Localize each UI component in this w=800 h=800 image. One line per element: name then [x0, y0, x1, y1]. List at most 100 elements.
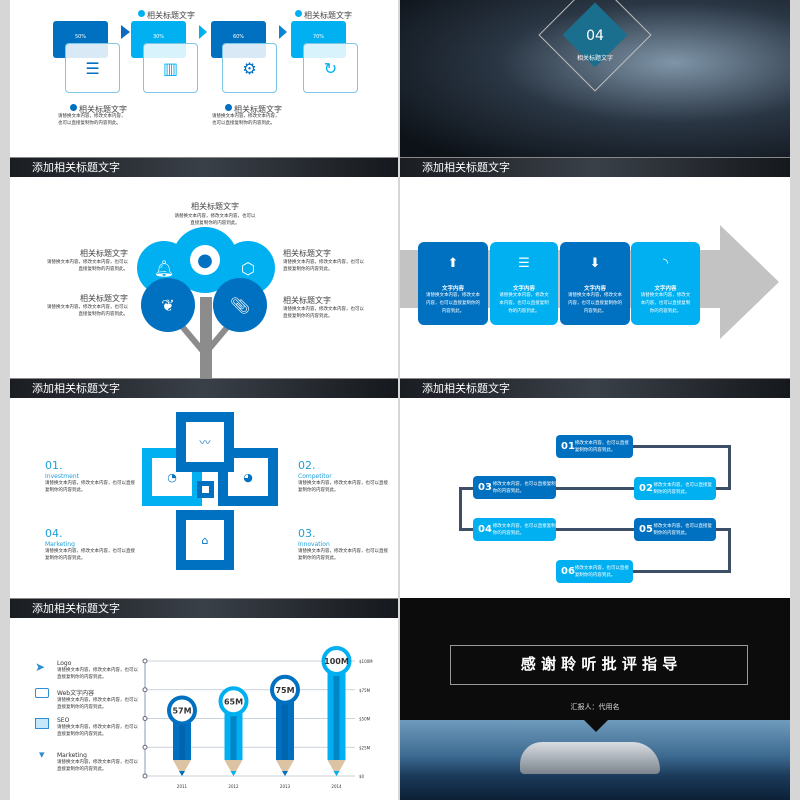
banner-title: 添加相关标题文字 — [400, 378, 790, 398]
leaf-icon: ❦ — [141, 278, 195, 332]
y-tick-label: $0 — [359, 774, 365, 779]
pencil-chart: $0$25M$50M$75M$100M57M201165M201275M2013… — [142, 646, 373, 789]
pencil-tip — [173, 760, 191, 776]
banner-title: 添加相关标题文字 — [400, 157, 790, 177]
cross-center — [197, 481, 214, 498]
pencil-stripe — [333, 673, 340, 760]
data-label: 75M — [275, 686, 294, 695]
paperclip-icon: 📎︎ — [213, 278, 267, 332]
upload-window-icon: ⬆ — [447, 256, 459, 271]
pencil-lead — [179, 771, 185, 776]
paper-plane-icon: ➤ — [35, 660, 46, 674]
x-tick-label: 2014 — [331, 784, 342, 789]
data-label: 100M — [324, 657, 349, 666]
pencil-stripe — [179, 722, 185, 760]
car-image — [520, 742, 660, 774]
connector — [556, 528, 634, 531]
section-title: 相关标题文字 — [576, 55, 613, 62]
connector — [459, 487, 462, 530]
axis-dot — [142, 716, 148, 721]
card-1: ⬆文字内容请替换文本内容，修改文本内容，也可以直接复制你的内容到此。 — [418, 242, 488, 325]
arrow-head — [720, 225, 779, 339]
value-bubble — [218, 686, 249, 717]
tree-top-label: 相关标题文字请替换文本内容，修改文本内容，也可以直接复制你的内容到此。 — [174, 202, 256, 226]
download-window-icon: ⬇ — [589, 256, 601, 271]
globe-icon: ● — [190, 245, 220, 275]
y-tick-label: $50M — [359, 717, 371, 722]
x-tick-label: 2013 — [280, 784, 291, 789]
refresh-icon: ↻ — [303, 43, 358, 93]
pencil-tip — [276, 760, 294, 776]
axis-dot — [142, 744, 148, 750]
step-label-3: 相关标题文字 — [225, 97, 282, 116]
pencil-lead — [333, 771, 340, 776]
x-tick-label: 2011 — [177, 784, 188, 789]
arrow-icon — [199, 25, 207, 39]
car-photo — [400, 720, 790, 800]
data-label: 65M — [224, 697, 243, 706]
connector — [716, 487, 730, 490]
pencil-tip — [327, 760, 346, 776]
connector — [459, 487, 473, 490]
pencil-tip — [224, 760, 243, 776]
tree-left-top-label: 相关标题文字请替换文本内容，修改文本内容，也可以直接复制你的内容到此。 — [47, 249, 128, 272]
reporter: 汇报人：代用名 — [570, 703, 620, 711]
value-bubble — [321, 646, 352, 676]
connector — [459, 528, 473, 531]
pencil-lead — [230, 771, 237, 776]
pencil-stripe — [282, 701, 288, 760]
value-bubble — [270, 674, 300, 705]
step-label-2: 相关标题文字 — [138, 8, 195, 20]
legend-item-web: Web文字内容请替换文本内容，修改文本内容，也可以直接复制你的内容到此。 — [57, 690, 138, 710]
data-label: 57M — [172, 706, 191, 715]
slide-cross[interactable]: ◔ ◕ 〰 ⌂ — [10, 398, 398, 598]
y-tick-label: $25M — [359, 745, 371, 750]
connector — [716, 528, 730, 531]
slide-process-steps[interactable]: 50% 30% 60% 70% 相关标题文字 相关标题文字 ☰ ▥ ⚙ ↻ 相关… — [10, 0, 398, 157]
arrow-icon — [121, 25, 130, 39]
tie-icon: ▾ — [39, 748, 45, 761]
arrow-icon — [279, 25, 287, 39]
connector — [556, 487, 634, 490]
pointer-triangle — [584, 720, 608, 732]
step-label-1: 相关标题文字 — [70, 97, 127, 116]
tree-right-top-label: 相关标题文字请替换文本内容，修改文本内容，也可以直接复制你的内容到此。 — [283, 249, 364, 272]
gear-icon: ⚙ — [222, 43, 277, 93]
x-tick-label: 2012 — [228, 784, 239, 789]
value-bubble — [167, 695, 197, 726]
slide-ending[interactable]: 感 谢 聆 听 批 评 指 导 汇报人：代用名 — [400, 598, 790, 800]
pencil-lead — [282, 771, 288, 776]
slide-tree[interactable]: 🔔︎ ⬡ ● ❦ 📎︎ 相关标题文字请替换文本内容，修改文本内容，也可以直接复制… — [10, 177, 398, 378]
monitor-chart-icon — [35, 718, 49, 729]
connector — [633, 570, 730, 573]
card-3: ⬇文字内容请替换文本内容，修改文本内容，也可以直接复制你的内容到此。 — [560, 242, 630, 325]
axis-dot — [142, 773, 148, 779]
axis-dot — [142, 658, 148, 664]
trend-chart-icon: 〰 — [176, 412, 234, 472]
connector — [728, 445, 731, 490]
bar-chart-icon: ▥ — [143, 43, 198, 93]
banner-title: 添加相关标题文字 — [10, 378, 398, 398]
banner-title: 添加相关标题文字 — [10, 157, 398, 177]
step-3-body: 请替换文本内容，修改文本内容，也可以直接复制你的内容到此。 — [212, 114, 280, 126]
card-4: ◝文字内容请替换文本内容，修改文本内容，也可以直接复制你的内容到此。 — [631, 242, 700, 325]
tree-left-bottom-label: 相关标题文字请替换文本内容，修改文本内容，也可以直接复制你的内容到此。 — [47, 294, 128, 317]
tree-trunk — [200, 297, 212, 378]
y-tick-label: $75M — [359, 688, 371, 693]
slide-section-04[interactable]: 04 相关标题文字 — [400, 0, 790, 157]
house-icon: ⌂ — [176, 510, 234, 570]
database-icon: ☰ — [65, 43, 120, 93]
banner-title: 添加相关标题文字 — [10, 598, 398, 618]
